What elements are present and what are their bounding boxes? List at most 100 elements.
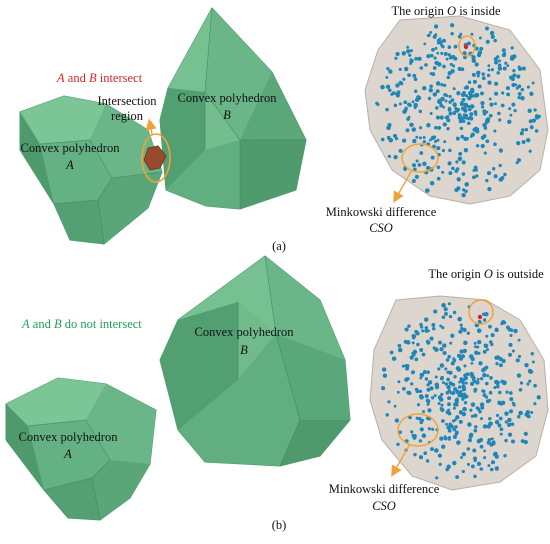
cso-sample-point [461,387,467,392]
cso-sample-point [380,137,385,142]
cso-label-line2-b: CSO [372,499,396,513]
cso-sample-point [490,333,495,338]
cso-sample-point [386,67,390,71]
cso-sample-point [479,444,484,449]
cso-sample-point [448,111,453,116]
cso-sample-point [488,421,493,427]
cso-sample-point [446,385,451,390]
cso-sample-point [457,316,462,322]
cso-sample-point [521,66,526,71]
cso-sample-point [459,126,464,131]
cso-sample-point [385,413,389,417]
cso-sample-point [489,30,495,36]
cso-sample-point [495,413,500,417]
cso-sample-point [452,406,456,410]
cso-sample-point [439,103,444,108]
cso-sample-point [485,26,489,31]
cso-sample-point [456,440,461,445]
cso-sample-point [444,99,448,103]
cso-sample-point [469,94,474,98]
cso-sample-point [441,303,446,308]
cso-sample-point [424,328,429,333]
cso-sample-point [501,91,505,95]
cso-sample-point [424,326,429,330]
cso-sample-point [508,391,513,395]
cso-sample-point [447,108,452,112]
cso-sample-point [476,461,482,467]
cso-sample-point [448,171,453,176]
cso-sample-point [452,427,457,432]
cso-sample-point [482,122,487,128]
cso-sample-point [452,87,456,91]
cso-sample-point [447,402,451,407]
cso-sample-point [419,325,424,329]
cso-sample-point [486,374,490,378]
cso-sample-point [385,75,389,79]
cso-sample-point [427,427,432,431]
poly-b-label-line2-a: B [223,108,231,122]
cso-sample-point [414,97,420,103]
cso-sample-point [426,383,430,387]
cso-sample-point [494,60,498,65]
cso-sample-point [447,45,452,49]
cso-sample-point [490,34,495,39]
cso-sample-point [531,118,536,123]
cso-sample-point [443,52,448,56]
cso-sample-point [423,451,428,456]
cso-sample-point [394,56,398,60]
poly-b-label-line1-a: Convex polyhedron [178,91,278,105]
cso-sample-point [520,439,525,444]
cso-sample-point [482,134,487,139]
cso-sample-point [419,126,423,130]
cso-sample-point [396,390,400,394]
polyhedron-b-a [159,7,307,210]
cso-sample-point [531,360,535,364]
cso-sample-point [394,418,400,423]
cso-sample-point [498,118,502,122]
cso-sample-point [489,467,494,472]
cso-sample-point [449,62,453,66]
cso-sample-point [427,408,432,413]
cso-sample-point [440,407,445,413]
cso-sample-point [390,92,394,96]
cso-sample-point [419,427,424,432]
cso-sample-point [482,318,487,322]
cso-sample-point [427,380,433,385]
cso-sample-point [438,462,442,467]
cso-sample-point [486,171,492,176]
cso-sample-point [462,113,466,117]
cso-sample-point [441,419,445,423]
cso-sample-point [398,67,402,71]
cso-sample-point [397,380,401,384]
cso-sample-point [526,382,530,386]
cso-sample-point [457,353,461,358]
panel-a: A and B intersect Intersection region Co… [19,4,549,253]
cso-sample-point [517,91,522,96]
cso-sample-point [461,469,465,474]
cso-sample-point [465,104,469,108]
cso-sample-point [437,125,442,130]
cso-sample-point [453,374,457,379]
cso-sample-point [458,419,463,424]
cso-sample-point [458,380,462,384]
cso-sample-point [501,358,506,364]
cso-sample-point [477,351,481,355]
cso-sample-point [460,456,463,459]
cso-sample-point [483,151,487,155]
cso-sample-point [421,329,425,333]
cso-sample-point [404,327,409,332]
cso-sample-point [414,174,419,179]
cso-sample-point [489,442,494,447]
poly-b-label-line2-b: B [240,343,248,357]
cso-sample-point [512,403,516,407]
cso-sample-point [408,103,412,108]
cso-sample-point [488,113,493,118]
cso-sample-point [443,83,447,88]
cso-highlight-circle-a [401,143,439,173]
cso-sample-point [408,415,412,420]
intersection-arrow [145,118,157,135]
cso-sample-point [478,409,482,414]
cso-sample-point [446,118,451,123]
cso-sample-point [504,420,508,424]
cso-sample-point [459,377,463,381]
